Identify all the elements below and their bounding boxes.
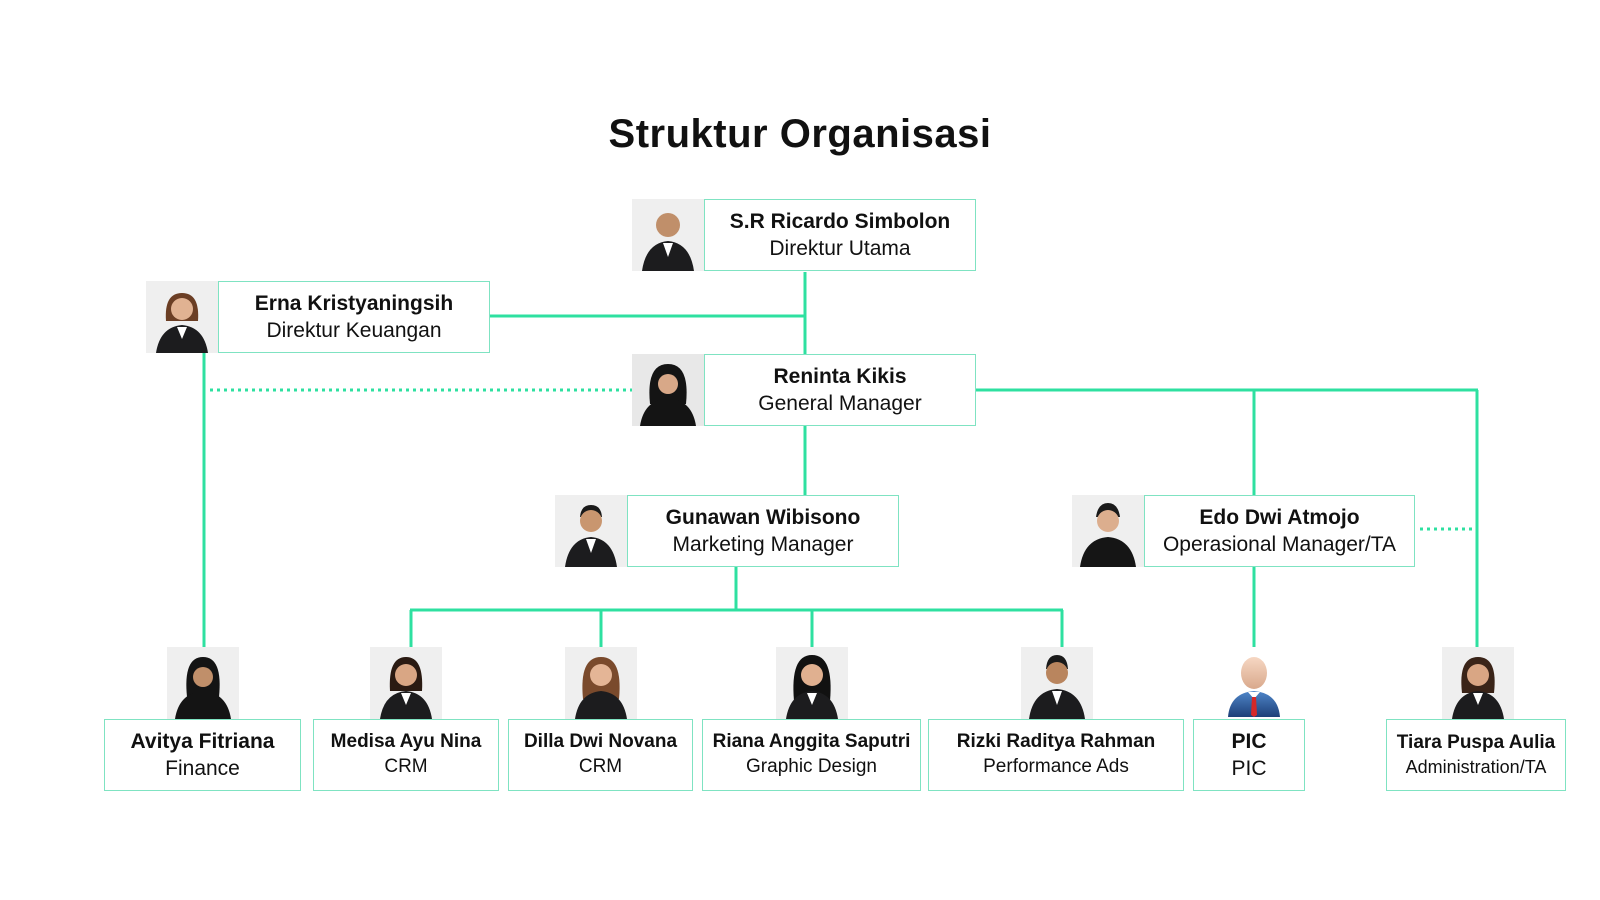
person-name: Reninta Kikis (773, 364, 907, 388)
person-photo-icon (167, 647, 239, 719)
person-name: Medisa Ayu Nina (330, 731, 482, 753)
org-card-dilla: Dilla Dwi Novana CRM (508, 719, 693, 791)
org-card-edo: Edo Dwi Atmojo Operasional Manager/TA (1144, 495, 1415, 567)
person-photo-icon (1072, 495, 1144, 567)
person-photo-icon (776, 647, 848, 719)
org-card-reninta: Reninta Kikis General Manager (704, 354, 976, 426)
person-role: Operasional Manager/TA (1162, 533, 1397, 556)
person-name: PIC (1231, 729, 1267, 753)
person-role: PIC (1231, 757, 1267, 780)
person-name: Avitya Fitriana (130, 729, 275, 753)
person-photo-icon (632, 354, 704, 426)
org-card-rizki: Rizki Raditya Rahman Performance Ads (928, 719, 1184, 791)
org-card-gunawan: Gunawan Wibisono Marketing Manager (627, 495, 899, 567)
org-card-pic: PIC PIC (1193, 719, 1305, 791)
person-role: Administration/TA (1405, 756, 1547, 777)
org-card-erna: Erna Kristyaningsih Direktur Keuangan (218, 281, 490, 353)
person-role: Performance Ads (983, 756, 1129, 777)
person-name: S.R Ricardo Simbolon (729, 209, 951, 233)
person-role: Marketing Manager (672, 533, 854, 556)
person-photo-icon (1442, 647, 1514, 719)
person-role: CRM (578, 756, 623, 777)
person-role: Graphic Design (746, 756, 877, 777)
person-photo-icon (565, 647, 637, 719)
businessman-avatar-icon (1218, 647, 1290, 719)
person-photo-icon (370, 647, 442, 719)
person-photo-icon (146, 281, 218, 353)
org-card-ricardo: S.R Ricardo Simbolon Direktur Utama (704, 199, 976, 271)
person-name: Rizki Raditya Rahman (956, 731, 1156, 753)
person-name: Dilla Dwi Novana (523, 731, 678, 753)
person-name: Tiara Puspa Aulia (1396, 731, 1556, 753)
org-card-medisa: Medisa Ayu Nina CRM (313, 719, 499, 791)
person-role: General Manager (758, 392, 922, 415)
org-card-avitya: Avitya Fitriana Finance (104, 719, 301, 791)
org-card-tiara: Tiara Puspa Aulia Administration/TA (1386, 719, 1566, 791)
person-photo-icon (555, 495, 627, 567)
person-role: Direktur Keuangan (266, 319, 442, 342)
person-name: Edo Dwi Atmojo (1199, 505, 1360, 529)
person-name: Gunawan Wibisono (665, 505, 861, 529)
person-photo-icon (632, 199, 704, 271)
person-name: Erna Kristyaningsih (254, 291, 454, 315)
page-title: Struktur Organisasi (608, 112, 992, 156)
person-photo-icon (1021, 647, 1093, 719)
person-role: CRM (384, 756, 428, 777)
org-card-riana: Riana Anggita Saputri Graphic Design (702, 719, 921, 791)
person-role: Direktur Utama (769, 237, 911, 260)
person-name: Riana Anggita Saputri (712, 731, 911, 753)
person-role: Finance (165, 757, 240, 780)
